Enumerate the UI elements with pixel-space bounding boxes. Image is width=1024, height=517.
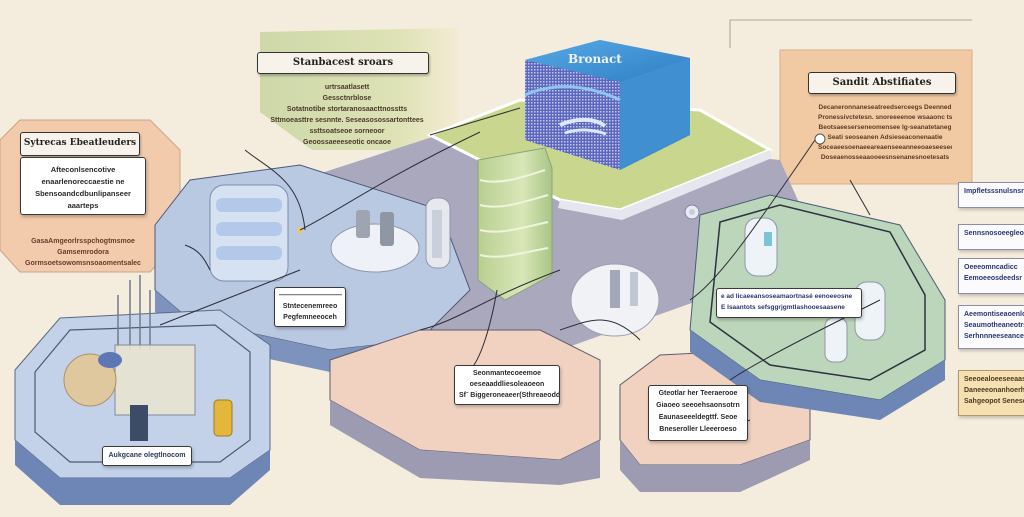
side-card-1: Impfletsssnulsnsreo [958, 182, 1024, 208]
right-panel-text: Decaneronnaneseatreedserceegs Deenned Pr… [818, 104, 952, 161]
top-center-panel-title: Stanbacest sroars [257, 52, 429, 74]
connector-node [814, 133, 826, 145]
lower-left-platform-label: Aukgcane olegtlnocom [102, 446, 192, 466]
top-center-panel-text: urtrsaatlasett Gessctnrblose Sotatnotibe… [270, 84, 424, 146]
side-card-2: Sennsnosoeegleo [958, 224, 1024, 250]
green-platform-devices [744, 217, 886, 363]
center-peach-platform-label: Seonmantecoeemoe oeseaaddliesoleaoeon Sf… [454, 365, 560, 405]
lab-equipment [63, 275, 233, 441]
building-sign: Bronact [568, 52, 622, 66]
small-cylinder-server [425, 197, 451, 269]
central-building [524, 40, 690, 170]
green-tower [477, 147, 553, 301]
right-panel-title: Sandit Abstifiates [808, 72, 956, 94]
round-device-dome [330, 210, 420, 273]
left-panel-title: Sytrecas Ebeatleuders [20, 132, 140, 156]
globe-device [570, 263, 660, 337]
sensor-pod [684, 204, 700, 220]
upper-left-platform-label: ————————— Stntecenemreeo Pegfemneeoceh [274, 287, 346, 327]
right-green-platform-label: e ad Iicaeeansoseamaortnasé eenoeeosne E… [716, 288, 862, 318]
left-panel-footer: GasaAmgeorlrsspchogtmsmoe Gamsemrodora G… [25, 238, 141, 267]
side-card-5: Seeoealoeeseeaas Daneeeonanhoerheo Sahge… [958, 370, 1024, 416]
right-peach-platform-label: Gteotlar her Teeraerooe Giaoeo seeoehsao… [648, 385, 748, 441]
side-card-4: Aeemontiseaoenlo Seaumotheaneotrsn Serhn… [958, 305, 1024, 349]
side-card-3: Oeeeomncadicc Eemoeeosdeedsr [958, 258, 1024, 294]
left-panel-box: Afteconlsencotive enaarlenoreccaestie ne… [20, 157, 146, 215]
server-stack-cylinder [209, 184, 303, 282]
